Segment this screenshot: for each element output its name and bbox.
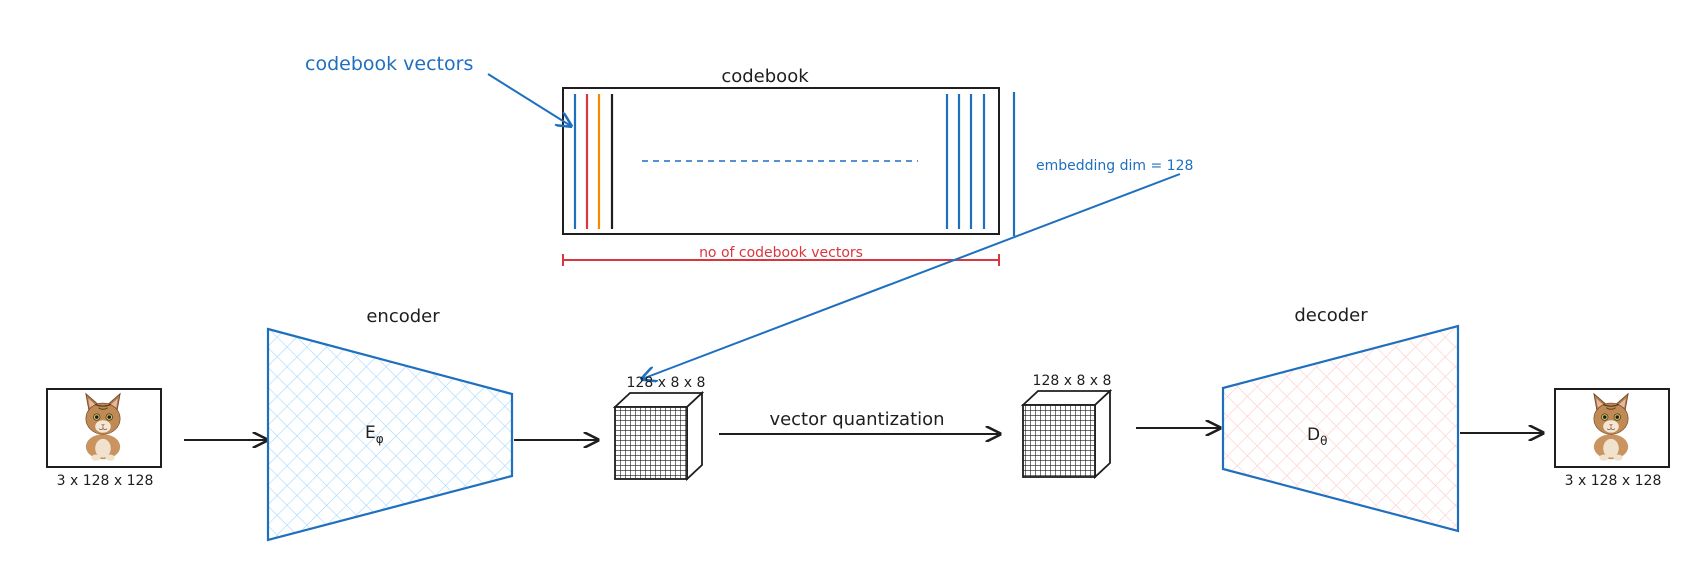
encoder-symbol: Eφ xyxy=(365,423,384,446)
codebook-vectors-right xyxy=(945,94,986,229)
codebook-vectors-left xyxy=(573,94,614,229)
output-image xyxy=(1554,388,1670,468)
codebook-count-label: no of codebook vectors xyxy=(699,245,863,261)
embedding-dim-label: embedding dim = 128 xyxy=(1036,158,1193,174)
latent-in-cube xyxy=(612,390,705,482)
codebook-vectors-arrow xyxy=(487,73,571,126)
input-image xyxy=(46,388,162,468)
embedding-to-latent-arrow xyxy=(642,173,1181,379)
codebook-count-bracket xyxy=(562,254,1000,266)
cat-photo-icon xyxy=(1593,393,1629,462)
cat-photo-icon xyxy=(85,393,121,462)
latent-out-label: 128 x 8 x 8 xyxy=(1033,373,1112,389)
input-image-label: 3 x 128 x 128 xyxy=(57,473,154,489)
output-image-label: 3 x 128 x 128 xyxy=(1565,473,1662,489)
codebook-title: codebook xyxy=(721,66,809,87)
decoder-title: decoder xyxy=(1294,305,1368,326)
latent-out-cube xyxy=(1020,388,1113,480)
decoder-trapezoid xyxy=(1221,324,1460,533)
latent-in-label: 128 x 8 x 8 xyxy=(627,375,706,391)
decoder-symbol: Dθ xyxy=(1307,425,1327,448)
encoder-trapezoid xyxy=(266,327,514,542)
encoder-title: encoder xyxy=(366,306,440,327)
vector-quantization-label: vector quantization xyxy=(769,409,944,430)
codebook-vectors-label: codebook vectors xyxy=(305,53,473,75)
codebook-matrix xyxy=(562,87,1000,235)
